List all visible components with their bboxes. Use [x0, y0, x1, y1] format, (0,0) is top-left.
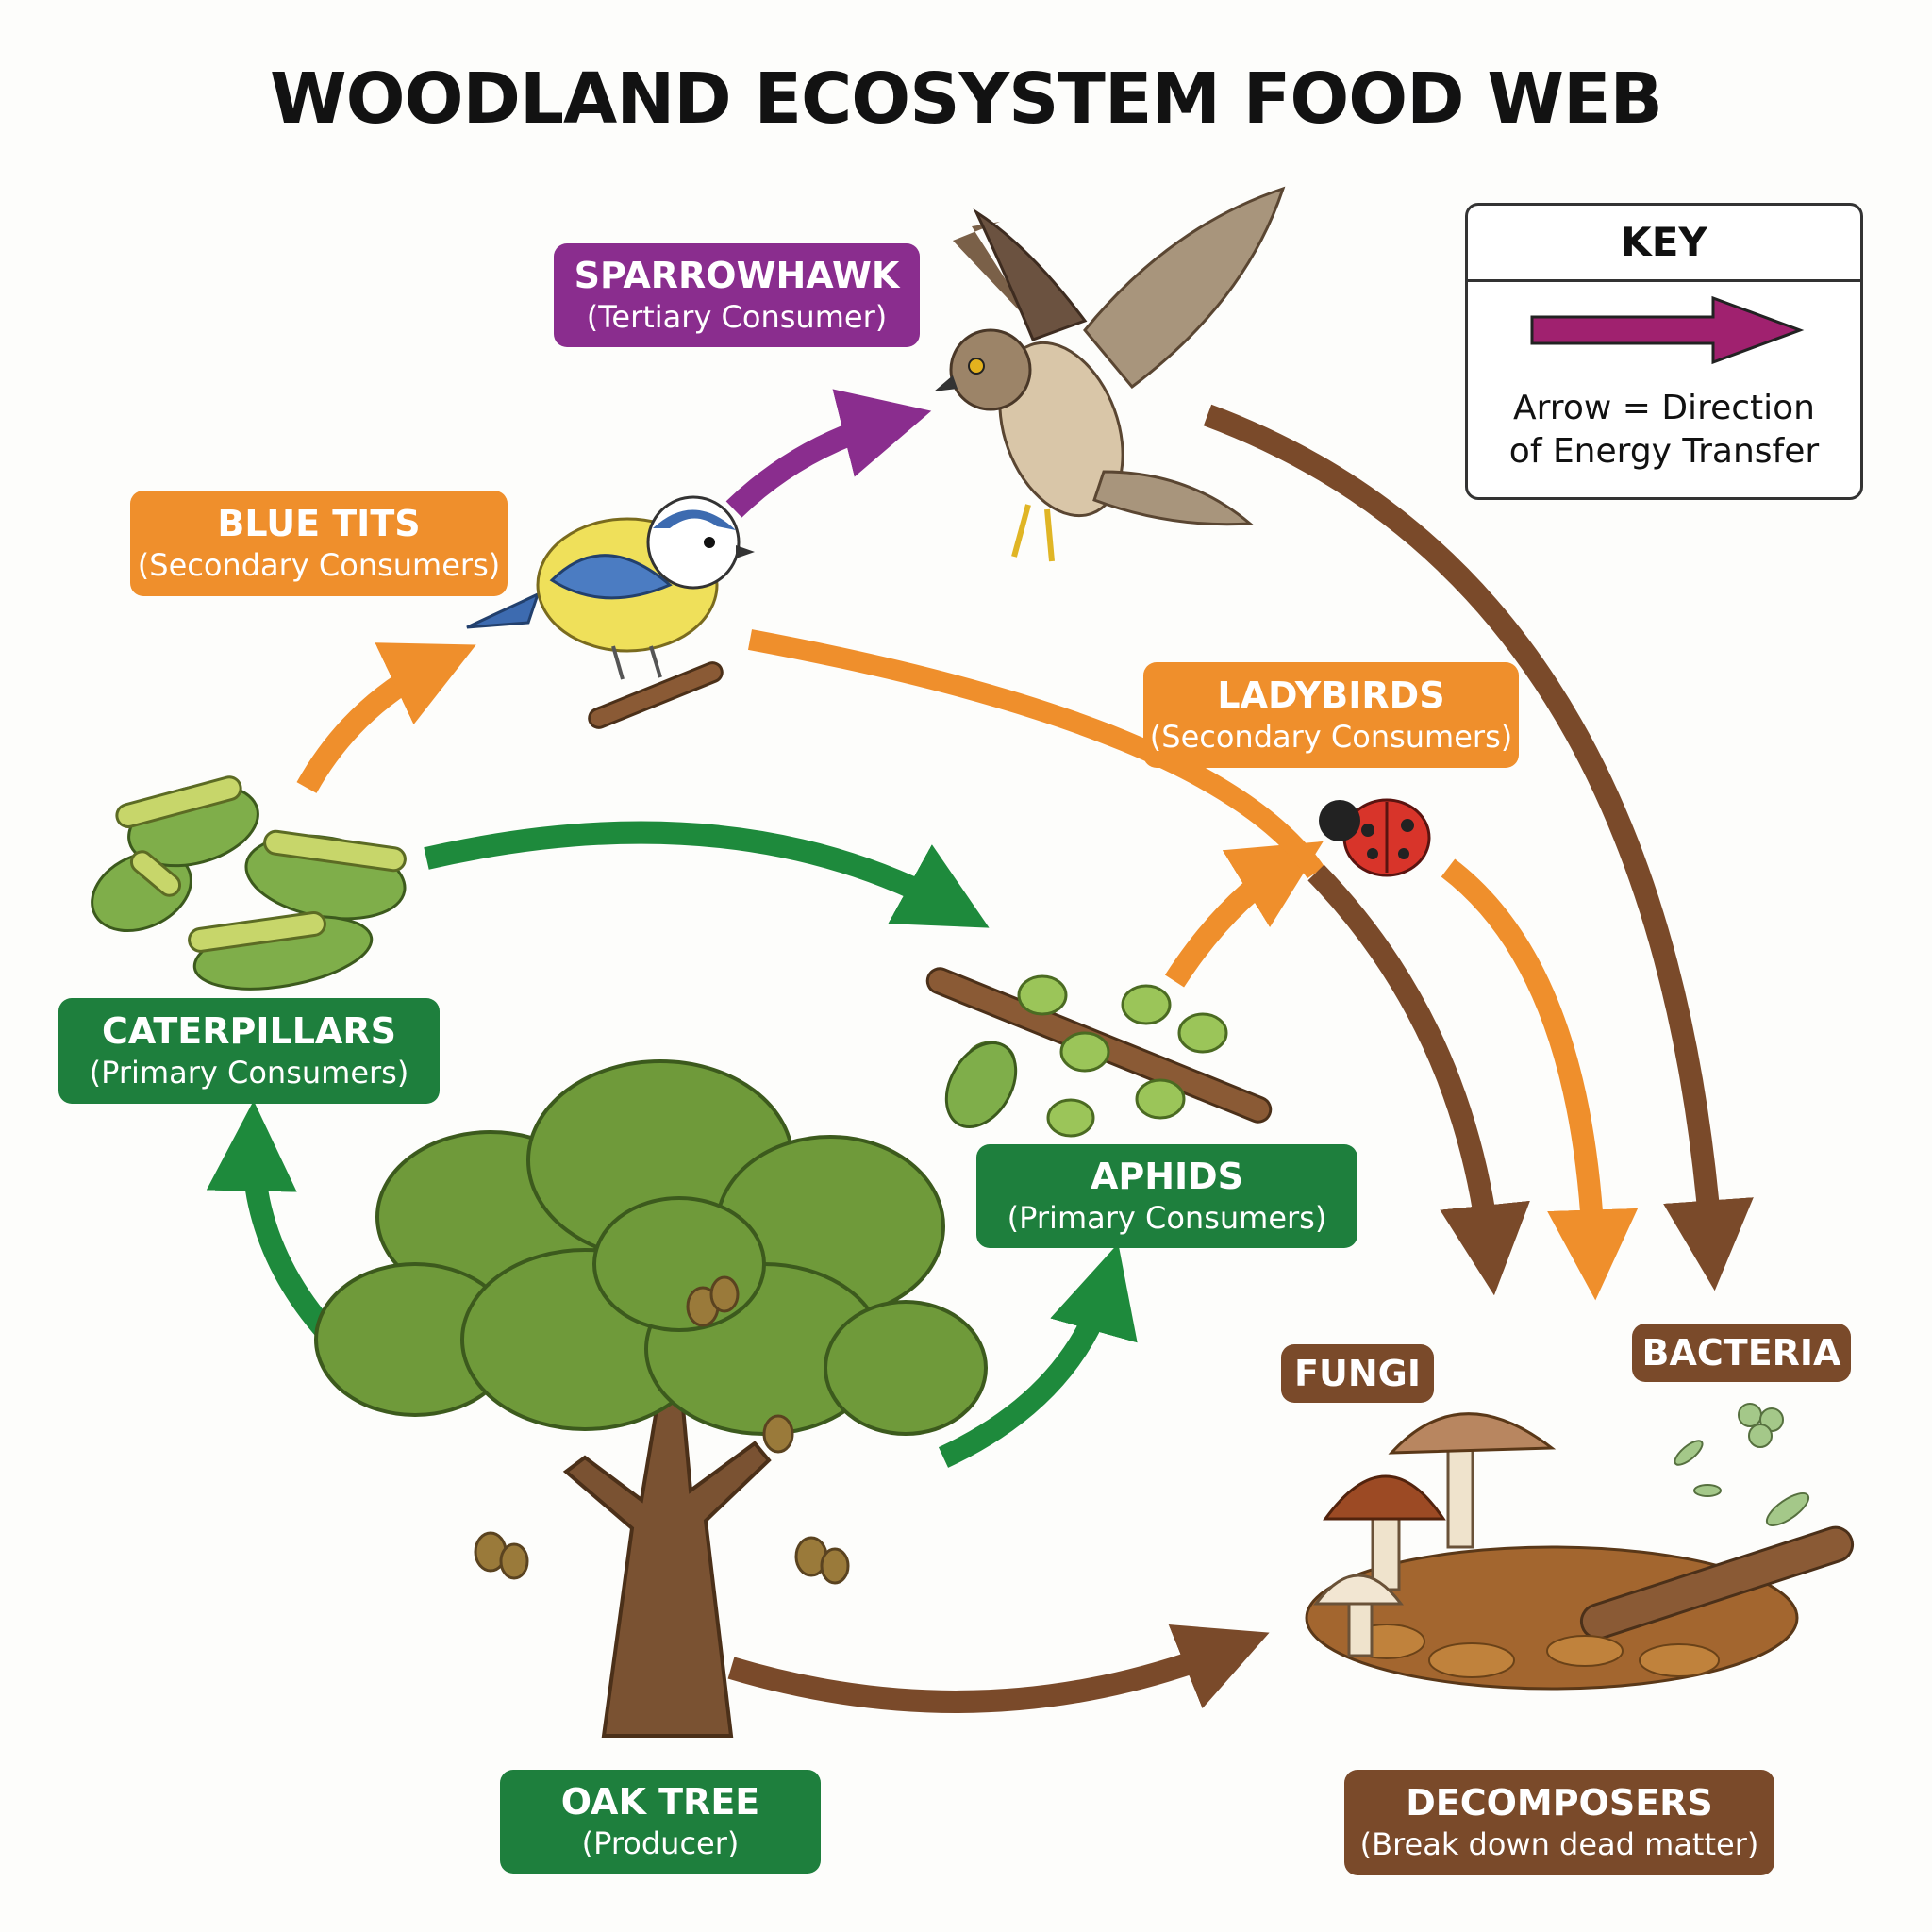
label-sparrowhawk: SPARROWHAWK (Tertiary Consumer) [554, 243, 920, 347]
arrow-aphids-to-ladybirds [1164, 841, 1324, 988]
blue-tits-name: BLUE TITS [217, 503, 421, 544]
decomposers-name: DECOMPOSERS [1406, 1782, 1713, 1824]
sparrowhawk-role: (Tertiary Consumer) [586, 299, 888, 335]
oak-tree-role: (Producer) [581, 1825, 740, 1861]
blue-tits-role: (Secondary Consumers) [137, 547, 501, 583]
key-line-1: Arrow = Direction [1513, 389, 1815, 427]
label-caterpillars: CATERPILLARS (Primary Consumers) [58, 998, 440, 1104]
ladybirds-role: (Secondary Consumers) [1149, 719, 1513, 755]
sparrowhawk-name: SPARROWHAWK [574, 255, 900, 296]
sparrowhawk-illustration [934, 186, 1286, 562]
key-box: KEY Arrow = Direction of Energy Transfer [1465, 203, 1863, 500]
arrow-caterpillars-to-blue-tits [296, 642, 476, 793]
arrow-blue-tits-to-decomposers [747, 629, 1325, 879]
label-blue-tits: BLUE TITS (Secondary Consumers) [130, 491, 508, 596]
arrow-ladybirds-to-decomposers [1441, 858, 1639, 1301]
arrow-caterpillars-to-aphids [424, 821, 990, 928]
oak-tree-illustration [314, 1059, 988, 1738]
caterpillars-illustration [91, 775, 407, 991]
key-heading: KEY [1468, 206, 1860, 282]
decomposers-illustration [1305, 1403, 1855, 1690]
caterpillars-role: (Primary Consumers) [89, 1055, 409, 1091]
aphids-illustration [925, 967, 1273, 1138]
arrow-oak-to-decomposers [727, 1624, 1270, 1713]
label-aphids: APHIDS (Primary Consumers) [976, 1144, 1357, 1248]
arrow-blue-tits-to-decomposers-down [1307, 864, 1530, 1296]
key-description: Arrow = Direction of Energy Transfer [1468, 387, 1860, 474]
diagram-title: WOODLAND ECOSYSTEM FOOD WEB [270, 58, 1663, 140]
label-ladybirds: LADYBIRDS (Secondary Consumers) [1143, 662, 1519, 768]
oak-tree-name: OAK TREE [560, 1781, 760, 1823]
fungi-name: FUNGI [1294, 1353, 1421, 1394]
ladybird-illustration [1319, 798, 1431, 877]
label-decomposers: DECOMPOSERS (Break down dead matter) [1344, 1770, 1774, 1875]
label-fungi: FUNGI [1281, 1344, 1434, 1403]
ladybirds-name: LADYBIRDS [1217, 675, 1445, 716]
aphids-role: (Primary Consumers) [1007, 1200, 1327, 1236]
label-bacteria: BACTERIA [1632, 1324, 1851, 1382]
blue-tit-illustration [466, 495, 755, 729]
label-oak-tree: OAK TREE (Producer) [500, 1770, 821, 1874]
bacteria-name: BACTERIA [1641, 1332, 1841, 1374]
aphids-name: APHIDS [1090, 1156, 1244, 1197]
arrow-oak-to-aphids [938, 1243, 1138, 1468]
decomposers-role: (Break down dead matter) [1359, 1826, 1759, 1862]
arrow-sparrowhawk-to-decomposers [1203, 404, 1754, 1291]
arrow-blue-tits-to-sparrowhawk [725, 389, 932, 518]
caterpillars-name: CATERPILLARS [102, 1010, 396, 1052]
key-arrow-icon [1530, 295, 1805, 365]
key-line-2: of Energy Transfer [1508, 432, 1820, 471]
